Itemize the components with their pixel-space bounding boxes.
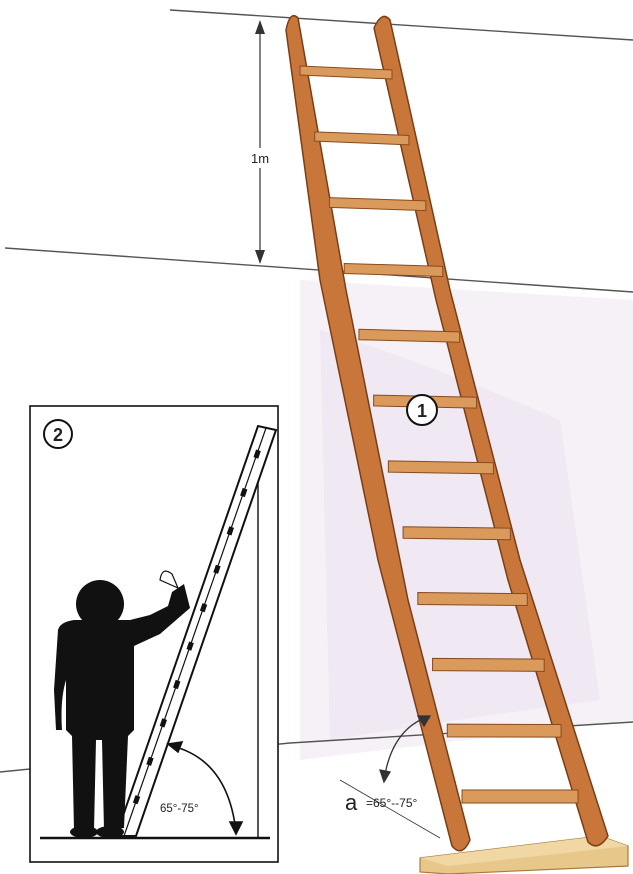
ladder-rung	[359, 329, 460, 342]
ladder-rung	[329, 198, 425, 211]
ladder-rung	[300, 66, 392, 79]
inset-diagram: 2 65°-75°	[30, 406, 278, 862]
callout-1-number: 1	[417, 401, 427, 421]
angle-symbol: a	[345, 790, 358, 815]
ladder-rung	[462, 790, 578, 803]
ladder-rung	[315, 132, 409, 145]
ladder-rung	[433, 658, 545, 671]
callout-1: 1	[407, 395, 437, 425]
height-dimension: 1m	[246, 20, 274, 264]
angle-range-label: =65°--75°	[366, 796, 417, 810]
callout-2-number: 2	[53, 425, 63, 445]
ladder-rung	[447, 724, 561, 737]
ladder-rung	[403, 527, 510, 540]
ladder-rung	[418, 593, 527, 606]
ladder-rung	[388, 461, 493, 474]
inset-angle-label: 65°-75°	[160, 803, 199, 815]
height-label: 1m	[251, 151, 269, 166]
